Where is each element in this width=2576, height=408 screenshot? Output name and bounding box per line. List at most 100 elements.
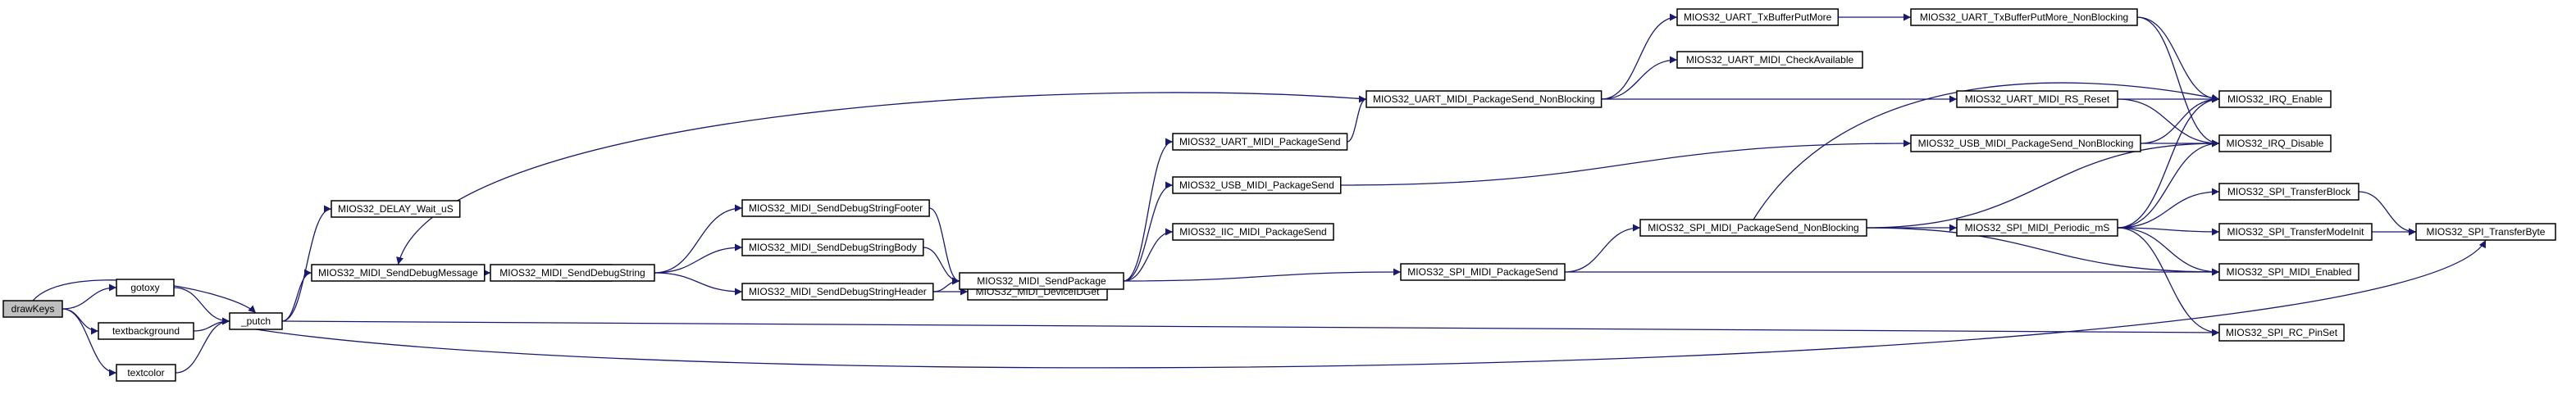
node-periodic[interactable]: MIOS32_SPI_MIDI_Periodic_mS [1956, 219, 2118, 237]
node-transfermode[interactable]: MIOS32_SPI_TransferModeInit [2218, 223, 2373, 241]
node-label: gotoxy [130, 282, 159, 293]
edge-periodic-to-irqdisable [2117, 139, 2220, 229]
node-box [2218, 183, 2359, 201]
node-label: MIOS32_UART_MIDI_RS_Reset [1965, 93, 2110, 105]
node-label: MIOS32_SPI_MIDI_Enabled [2227, 266, 2352, 278]
node-label: MIOS32_USB_MIDI_PackageSend_NonBlocking [1918, 138, 2134, 149]
node-label: MIOS32_DELAY_Wait_uS [338, 203, 454, 215]
node-box [1910, 134, 2141, 152]
node-label: MIOS32_UART_TxBufferPutMore_NonBlocking [1920, 11, 2128, 23]
node-textbackground[interactable]: textbackground [98, 322, 194, 340]
node-label: MIOS32_SPI_TransferByte [2427, 226, 2546, 238]
node-label: textbackground [112, 325, 180, 337]
node-putch[interactable]: _putch [229, 312, 283, 330]
node-txputmorenb[interactable]: MIOS32_UART_TxBufferPutMore_NonBlocking [1910, 8, 2138, 26]
node-senddebugmessage[interactable]: MIOS32_MIDI_SendDebugMessage [311, 264, 486, 282]
node-box [98, 322, 194, 340]
node-box [741, 199, 930, 217]
node-uartnb[interactable]: MIOS32_UART_MIDI_PackageSend_NonBlocking [1366, 90, 1603, 108]
node-layer: drawKeys gotoxy textbackground textcolor _pu… [2, 8, 2556, 382]
node-label: MIOS32_MIDI_SendDebugStringFooter [749, 202, 923, 214]
node-senddebugstring[interactable]: MIOS32_MIDI_SendDebugString [490, 264, 655, 282]
edge-senddebugstring-to-footer [654, 204, 743, 274]
edge-periodic-to-transferblock [2117, 188, 2220, 229]
node-box [116, 364, 176, 382]
node-label: MIOS32_USB_MIDI_PackageSend [1179, 179, 1334, 191]
node-irqdisable[interactable]: MIOS32_IRQ_Disable [2218, 134, 2332, 152]
node-label: MIOS32_SPI_MIDI_Periodic_mS [1965, 222, 2110, 233]
node-box [1956, 219, 2118, 237]
node-spipkt[interactable]: MIOS32_SPI_MIDI_PackageSend [1400, 263, 1566, 281]
node-iicpkt[interactable]: MIOS32_IIC_MIDI_PackageSend [1172, 223, 1334, 241]
edge-drawkeys-to-gotoxy [62, 283, 117, 310]
node-label: textcolor [127, 367, 164, 379]
edge-textbackground-to-putch [193, 317, 230, 332]
edge-rsreset-to-irqdisable [2117, 98, 2220, 147]
node-box [741, 238, 924, 256]
node-txputmore[interactable]: MIOS32_UART_TxBufferPutMore [1676, 8, 1840, 26]
node-label: MIOS32_IRQ_Enable [2227, 93, 2323, 105]
node-box [2, 300, 63, 318]
node-label: MIOS32_UART_MIDI_PackageSend [1179, 136, 1341, 147]
node-rcpinset[interactable]: MIOS32_SPI_RC_PinSet [2218, 324, 2345, 342]
node-sendpackage[interactable]: MIOS32_MIDI_SendPackage [959, 272, 1124, 290]
node-usbpkt[interactable]: MIOS32_USB_MIDI_PackageSend [1172, 176, 1342, 194]
node-header[interactable]: MIOS32_MIDI_SendDebugStringHeader [741, 283, 934, 301]
edge-gotoxy-to-putch [173, 287, 230, 325]
edge-putch-to-senddebugmessage [281, 269, 312, 322]
node-transferbyte[interactable]: MIOS32_SPI_TransferByte [2415, 223, 2556, 241]
node-box [2218, 223, 2373, 241]
node-body[interactable]: MIOS32_MIDI_SendDebugStringBody [741, 238, 924, 256]
node-box [1172, 133, 1348, 151]
node-spinb[interactable]: MIOS32_SPI_MIDI_PackageSend_NonBlocking [1639, 219, 1867, 237]
edge-usbnb-to-irqenable [2140, 95, 2220, 144]
node-box [1676, 51, 1863, 69]
edge-txputmorenb-to-irqenable [2136, 16, 2220, 103]
edge-uartpkt-to-uartnb [1347, 95, 1367, 143]
node-label: MIOS32_MIDI_SendPackage [977, 275, 1106, 287]
edge-layer [32, 13, 2487, 377]
node-label: MIOS32_MIDI_SendDebugString [499, 267, 645, 279]
node-footer[interactable]: MIOS32_MIDI_SendDebugStringFooter [741, 199, 930, 217]
node-box [1639, 219, 1867, 237]
node-transferblock[interactable]: MIOS32_SPI_TransferBlock [2218, 183, 2359, 201]
node-drawkeys[interactable]: drawKeys [2, 300, 63, 318]
edge-senddebugstring-to-header [654, 272, 743, 296]
node-box [1910, 8, 2138, 26]
edge-sendpackage-to-usbpkt [1123, 181, 1174, 282]
node-box [1676, 8, 1840, 26]
node-label: MIOS32_SPI_MIDI_PackageSend_NonBlocking [1648, 222, 1858, 233]
node-box [741, 283, 934, 301]
node-label: MIOS32_MIDI_SendDebugStringBody [749, 242, 917, 253]
node-textcolor[interactable]: textcolor [116, 364, 176, 382]
node-irqenable[interactable]: MIOS32_IRQ_Enable [2218, 90, 2332, 108]
edge-uartnb-to-txputmore [1601, 13, 1678, 100]
node-box [229, 312, 283, 330]
node-box [1956, 90, 2118, 108]
edge-periodic-to-spienabled [2117, 227, 2220, 276]
edge-periodic-to-rcpinset [2117, 227, 2220, 337]
edge-putch-to-rcpinset [281, 320, 2220, 337]
edge-usbpkt-to-usbnb [1340, 139, 1912, 186]
node-box [490, 264, 655, 282]
node-spienabled[interactable]: MIOS32_SPI_MIDI_Enabled [2218, 263, 2359, 281]
node-box [2415, 223, 2556, 241]
node-label: _putch [240, 315, 271, 327]
edge-txputmorenb-to-irqdisable [2136, 16, 2220, 147]
node-checkavail[interactable]: MIOS32_UART_MIDI_CheckAvailable [1676, 51, 1863, 69]
node-box [959, 272, 1124, 290]
node-label: MIOS32_UART_MIDI_CheckAvailable [1686, 54, 1854, 66]
node-usbnb[interactable]: MIOS32_USB_MIDI_PackageSend_NonBlocking [1910, 134, 2141, 152]
edge-transferblock-to-transferbyte [2358, 191, 2417, 236]
edge-sendpackage-to-iicpkt [1123, 228, 1174, 282]
edge-spipkt-to-spinb [1564, 224, 1641, 273]
node-label: MIOS32_IIC_MIDI_PackageSend [1179, 226, 1326, 238]
node-delay[interactable]: MIOS32_DELAY_Wait_uS [331, 200, 461, 218]
node-uartpkt[interactable]: MIOS32_UART_MIDI_PackageSend [1172, 133, 1348, 151]
node-box [2218, 263, 2359, 281]
edge-spinb-to-spienabled [1866, 227, 2220, 276]
node-rsreset[interactable]: MIOS32_UART_MIDI_RS_Reset [1956, 90, 2118, 108]
node-label: MIOS32_SPI_RC_PinSet [2226, 327, 2338, 338]
node-gotoxy[interactable]: gotoxy [116, 279, 175, 297]
